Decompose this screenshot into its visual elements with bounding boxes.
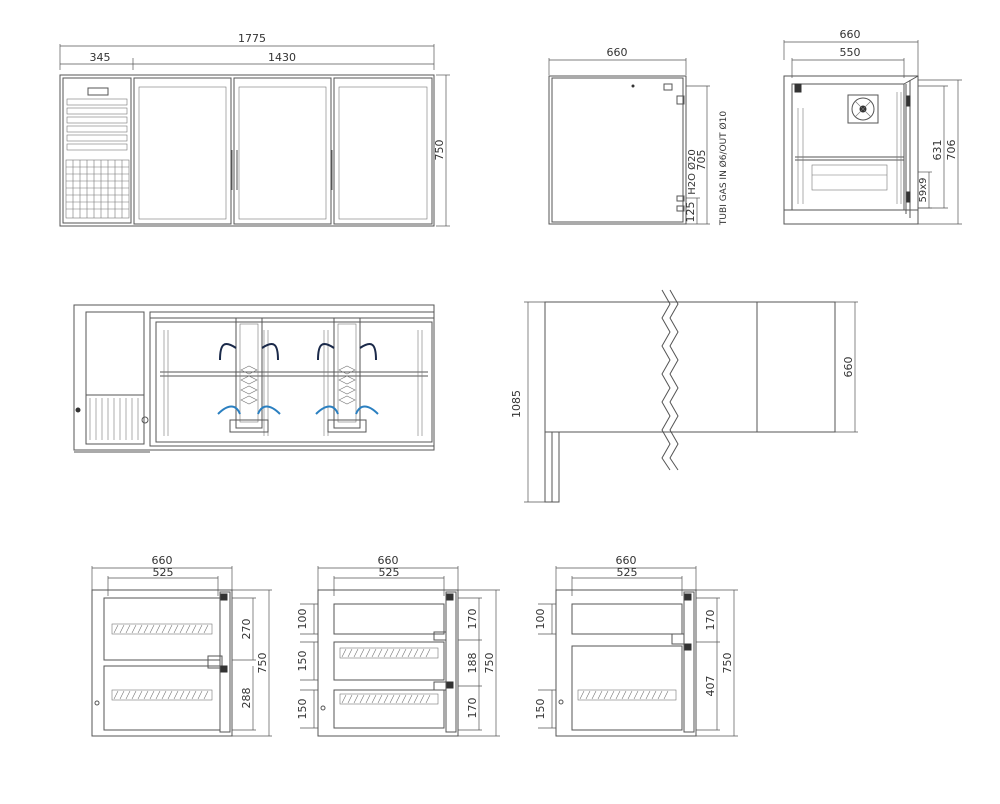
drawer-view-c: 660 525 100 150 170 407 750 bbox=[534, 554, 738, 737]
section-view: 660 550 631 706 59x9 bbox=[783, 28, 962, 225]
cabinet-outline bbox=[59, 74, 435, 227]
front-view: 1775 345 1430 750 bbox=[59, 32, 450, 227]
dim-170-c: 170 bbox=[704, 610, 717, 631]
section-body bbox=[783, 75, 919, 225]
dim-height: 750 bbox=[433, 140, 446, 161]
vent-grid bbox=[65, 159, 130, 219]
dim-170b-b: 170 bbox=[466, 698, 479, 719]
internal-plan-view bbox=[73, 304, 435, 453]
dim-660-c: 660 bbox=[616, 554, 637, 567]
dim-right-width: 1430 bbox=[268, 51, 296, 64]
dim-100-c: 100 bbox=[534, 609, 547, 630]
dim-525-a: 525 bbox=[153, 566, 174, 579]
dim-706: 706 bbox=[945, 140, 958, 161]
dim-407-c: 407 bbox=[704, 676, 717, 697]
dim-660-b: 660 bbox=[378, 554, 399, 567]
slot-pattern-top bbox=[111, 623, 213, 635]
dim-150b-b: 150 bbox=[296, 699, 309, 720]
dim-270: 270 bbox=[240, 619, 253, 640]
dim-h2o: H2O Ø20 bbox=[686, 149, 698, 195]
dim-gas: TUBI GAS IN Ø6/OUT Ø10 bbox=[718, 111, 729, 226]
dim-1085: 1085 bbox=[510, 390, 523, 418]
slot-pattern-bottom bbox=[111, 689, 213, 701]
dim-750-a: 750 bbox=[256, 653, 269, 674]
dim-depth: 660 bbox=[607, 46, 628, 59]
evaporator-right bbox=[327, 317, 367, 433]
dim-288: 288 bbox=[240, 688, 253, 709]
drawer-view-b: 660 525 100 150 150 170 188 170 750 bbox=[296, 554, 500, 737]
glass-doors bbox=[133, 77, 433, 225]
dim-660-section: 660 bbox=[840, 28, 861, 41]
dim-170a-b: 170 bbox=[466, 609, 479, 630]
dim-550: 550 bbox=[840, 46, 861, 59]
dim-125: 125 bbox=[684, 202, 697, 223]
dim-750-c: 750 bbox=[721, 653, 734, 674]
drawer-view-a: 660 525 270 288 750 bbox=[91, 554, 272, 737]
fan-icon bbox=[847, 94, 879, 124]
dim-total-width: 1775 bbox=[238, 32, 266, 45]
side-view: 660 705 H2O Ø20 125 TUBI GAS IN Ø6/OUT Ø… bbox=[548, 46, 729, 226]
evaporator-left bbox=[229, 317, 269, 433]
dim-188-b: 188 bbox=[466, 653, 479, 674]
dim-150-c: 150 bbox=[534, 699, 547, 720]
compressor-unit bbox=[89, 398, 139, 440]
dim-660-a: 660 bbox=[152, 554, 173, 567]
dim-150a-b: 150 bbox=[296, 651, 309, 672]
airflow-arrows bbox=[217, 343, 379, 415]
dim-left-width: 345 bbox=[90, 51, 111, 64]
dim-525-c: 525 bbox=[617, 566, 638, 579]
control-panel bbox=[62, 77, 132, 224]
dim-100-b: 100 bbox=[296, 609, 309, 630]
side-body bbox=[548, 75, 687, 225]
dim-705: 705 bbox=[695, 150, 708, 171]
dim-525-b: 525 bbox=[379, 566, 400, 579]
dim-631: 631 bbox=[931, 140, 944, 161]
dim-750-b: 750 bbox=[483, 653, 496, 674]
compressor-bay bbox=[85, 311, 145, 445]
top-view: 1085 660 bbox=[510, 289, 858, 503]
dim-59x9: 59x9 bbox=[918, 177, 929, 202]
dim-660-top: 660 bbox=[842, 357, 855, 378]
